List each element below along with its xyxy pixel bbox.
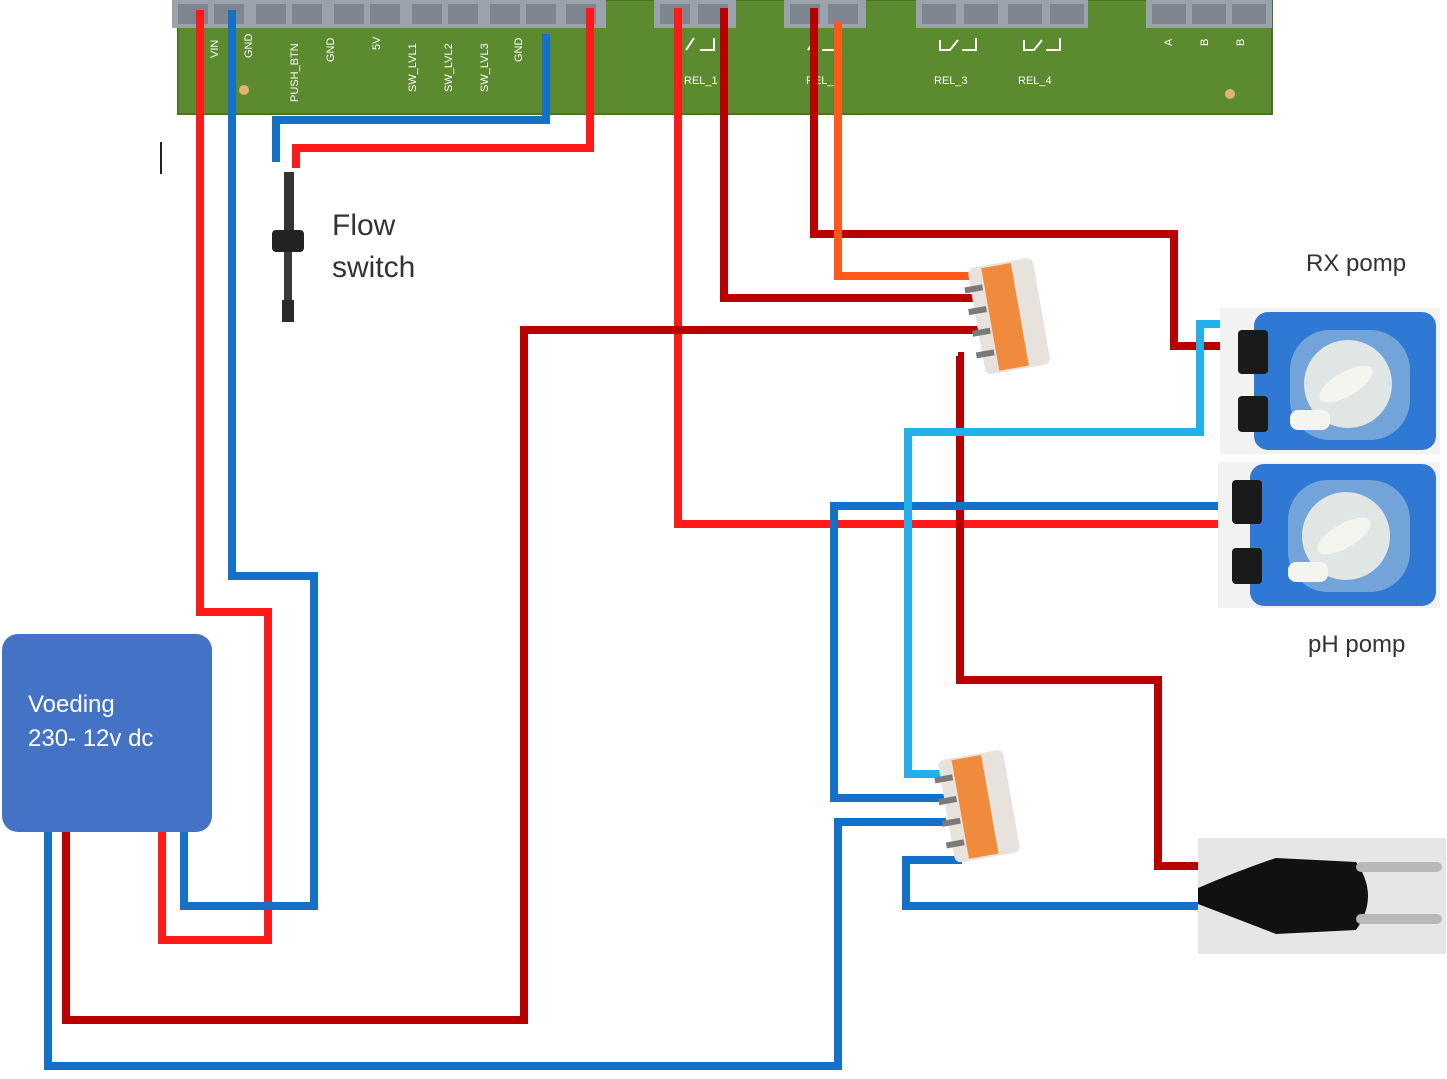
board-mounting-hole-left — [239, 85, 249, 95]
pin-label-sw-lvl3: SW_LVL3 — [479, 43, 491, 92]
wago-connector-lower — [934, 750, 1020, 863]
terminal-block-rel1 — [654, 0, 736, 28]
terminal-block-rs485 — [1146, 0, 1272, 28]
wire-vin-red — [158, 10, 272, 944]
pin-label-push-btn: PUSH_BTN — [289, 43, 301, 102]
terminal-block-main — [172, 0, 606, 28]
flow-switch-label-line1: Flow — [332, 209, 396, 242]
pin-label-sw-lvl1: SW_LVL1 — [407, 43, 419, 92]
relay-label-4: REL_4 — [1018, 75, 1052, 87]
ph-pump — [1218, 462, 1440, 608]
wire-rel2-orange — [834, 22, 978, 280]
wire-psu-plus-darkred — [62, 326, 978, 1024]
relay-label-3: REL_3 — [934, 75, 968, 87]
power-supply — [2, 634, 212, 832]
terminal-label-b-2: B — [1235, 39, 1247, 46]
wire-rx-pump-lightblue — [904, 320, 1250, 778]
wago-connector-upper — [964, 258, 1050, 375]
wire-flow-switch-red — [292, 8, 594, 168]
terminal-label-b-1: B — [1199, 39, 1211, 46]
terminal-label-a: A — [1163, 38, 1175, 46]
power-supply-label-line1: Voeding — [28, 691, 115, 718]
wires — [44, 8, 1254, 1070]
wire-ph-pump-blue — [830, 502, 1226, 802]
wire-flow-switch-blue — [272, 34, 550, 162]
rx-pump-label: RX pomp — [1306, 250, 1406, 277]
flow-switch — [272, 172, 304, 322]
pin-label-vin: VIN — [209, 40, 221, 58]
power-supply-label-line2: 230- 12v dc — [28, 725, 153, 752]
ph-pump-label: pH pomp — [1308, 631, 1405, 658]
board-mounting-hole-right — [1225, 89, 1235, 99]
relay-label-1: REL_1 — [684, 75, 718, 87]
pin-label-5v: 5V — [371, 36, 383, 50]
wire-rel1-darkred — [720, 8, 978, 302]
terminal-block-rel3-rel4 — [916, 0, 1088, 28]
text-cursor-mark — [160, 142, 162, 174]
wire-gnd-blue — [180, 10, 318, 910]
flow-switch-label-line2: switch — [332, 251, 415, 284]
wire-psu-minus-blue — [44, 818, 946, 1070]
mains-plug — [1198, 838, 1446, 954]
wire-rel1-red — [674, 8, 1218, 528]
terminal-block-rel2 — [784, 0, 866, 28]
rx-pump — [1220, 308, 1440, 454]
pin-label-sw-lvl2: SW_LVL2 — [443, 43, 455, 92]
pin-label-gnd-2: GND — [325, 38, 337, 63]
wire-connector-to-plug-blue — [902, 856, 1246, 910]
wire-connector-to-plug-darkred — [956, 352, 1220, 870]
pin-label-gnd-1: GND — [243, 34, 255, 59]
pin-label-gnd-3: GND — [513, 38, 525, 63]
